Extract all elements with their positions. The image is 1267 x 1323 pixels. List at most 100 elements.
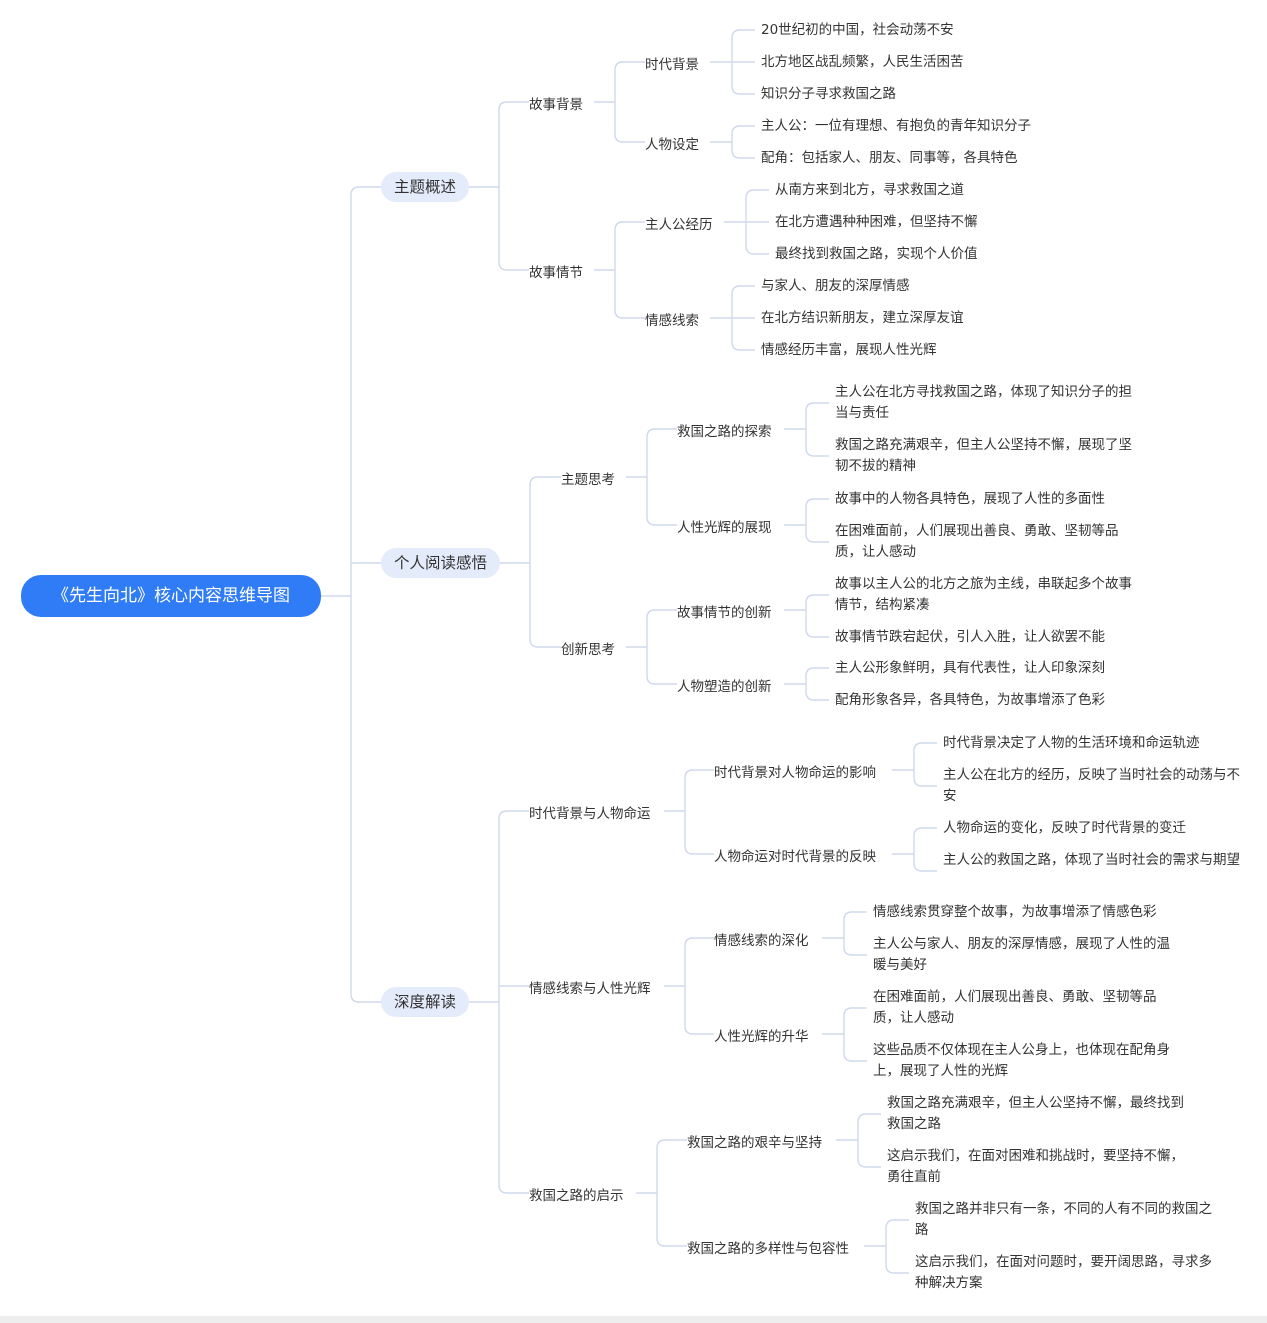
subtopic-era-influence[interactable]: 时代背景对人物命运的影响 xyxy=(714,765,876,781)
subtopic-era-background[interactable]: 时代背景 xyxy=(645,57,699,73)
connector-line xyxy=(731,285,755,318)
connector-line xyxy=(857,1113,881,1140)
leaf-item[interactable]: 与家人、朋友的深厚情感 xyxy=(761,278,910,294)
leaf-item[interactable]: 20世纪初的中国，社会动荡不安 xyxy=(761,22,954,38)
leaf-item[interactable]: 救国之路充满艰辛，但主人公坚持不懈，最终找到救国之路 xyxy=(887,1095,1184,1132)
connector-line xyxy=(529,476,561,563)
bottom-scrollbar[interactable] xyxy=(0,1316,1267,1323)
subtopic-humanity-sublimation[interactable]: 人性光辉的升华 xyxy=(714,1029,809,1045)
leaf-item[interactable]: 时代背景决定了人物的生活环境和命运轨迹 xyxy=(943,735,1200,751)
leaf-item[interactable]: 在北方遭遇种种困难，但坚持不懈 xyxy=(775,214,978,230)
leaf-item[interactable]: 这启示我们，在面对困难和挑战时，要坚持不懈，勇往直前 xyxy=(887,1148,1184,1185)
connector-line xyxy=(731,29,755,62)
connector-line xyxy=(805,594,829,610)
connector-line xyxy=(805,525,829,543)
connector-line xyxy=(731,142,755,159)
connector-line xyxy=(843,911,867,938)
leaf-item[interactable]: 主人公形象鲜明，具有代表性，让人印象深刻 xyxy=(835,660,1105,676)
leaf-item[interactable]: 配角形象各异，各具特色，为故事增添了色彩 xyxy=(835,692,1105,708)
connector-line xyxy=(885,1219,909,1246)
subtopic-emotional-thread[interactable]: 情感线索 xyxy=(645,313,699,329)
connector-line xyxy=(498,1002,529,1194)
connector-line xyxy=(614,221,645,270)
leaf-item[interactable]: 情感线索贯穿整个故事，为故事增添了情感色彩 xyxy=(873,904,1157,920)
leaf-item[interactable]: 北方地区战乱频繁，人民生活困苦 xyxy=(761,54,964,70)
connector-line xyxy=(805,429,829,457)
connector-line xyxy=(805,684,829,701)
connector-line xyxy=(857,1140,881,1168)
connector-line xyxy=(745,189,769,222)
leaf-item[interactable]: 主人公在北方的经历，反映了当时社会的动荡与不安 xyxy=(943,767,1240,804)
leaf-item[interactable]: 从南方来到北方，寻求救国之道 xyxy=(775,182,964,198)
subtopic-character-innovation[interactable]: 人物塑造的创新 xyxy=(677,679,772,695)
leaf-item[interactable]: 主人公：一位有理想、有抱负的青年知识分子 xyxy=(761,118,1031,134)
subtopic-characters[interactable]: 人物设定 xyxy=(645,137,699,153)
connector-line xyxy=(646,428,677,477)
leaf-item[interactable]: 救国之路并非只有一条，不同的人有不同的救国之路 xyxy=(915,1201,1212,1238)
subtopic-plot-innovation[interactable]: 故事情节的创新 xyxy=(677,605,772,621)
subtopic-salvation-exploration[interactable]: 救国之路的探索 xyxy=(677,424,772,440)
connector-line xyxy=(350,186,381,596)
leaf-item[interactable]: 故事以主人公的北方之旅为主线，串联起多个故事情节，结构紧凑 xyxy=(835,576,1132,613)
connector-line xyxy=(498,101,529,187)
topic-story-background[interactable]: 故事背景 xyxy=(529,97,583,113)
leaf-item[interactable]: 配角：包括家人、朋友、同事等，各具特色 xyxy=(761,150,1018,166)
subtopic-diversity-inclusiveness[interactable]: 救国之路的多样性与包容性 xyxy=(687,1241,849,1257)
branch-theme-overview[interactable]: 主题概述 xyxy=(381,172,469,202)
topic-theme-thinking[interactable]: 主题思考 xyxy=(561,472,615,488)
connector-line xyxy=(913,742,937,770)
leaf-item[interactable]: 人物命运的变化，反映了时代背景的变迁 xyxy=(943,820,1186,836)
subtopic-emotion-deepening[interactable]: 情感线索的深化 xyxy=(714,933,809,949)
root-node[interactable]: 《先生向北》核心内容思维导图 xyxy=(21,575,321,617)
subtopic-hardship-persistence[interactable]: 救国之路的艰辛与坚持 xyxy=(687,1135,822,1151)
connector-line xyxy=(805,667,829,684)
leaf-item[interactable]: 在北方结识新朋友，建立深厚友谊 xyxy=(761,310,964,326)
subtopic-fate-reflection[interactable]: 人物命运对时代背景的反映 xyxy=(714,849,876,865)
connector-line xyxy=(913,827,937,854)
leaf-item[interactable]: 知识分子寻求救国之路 xyxy=(761,86,896,102)
branch-personal-insight[interactable]: 个人阅读感悟 xyxy=(381,548,500,578)
topic-salvation-lessons[interactable]: 救国之路的启示 xyxy=(529,1188,624,1204)
connector-line xyxy=(614,102,645,143)
topic-era-and-fate[interactable]: 时代背景与人物命运 xyxy=(529,806,651,822)
connector-line xyxy=(656,1139,687,1193)
topic-emotion-and-humanity[interactable]: 情感线索与人性光辉 xyxy=(529,981,651,997)
topic-innovation-thinking[interactable]: 创新思考 xyxy=(561,642,615,658)
connector-line xyxy=(805,498,829,525)
connector-line xyxy=(745,222,769,255)
connector-line xyxy=(646,477,677,526)
connector-line xyxy=(805,610,829,638)
connector-line xyxy=(731,62,755,95)
leaf-item[interactable]: 这些品质不仅体现在主人公身上，也体现在配角身上，展现了人性的光辉 xyxy=(873,1042,1170,1079)
connector-line xyxy=(684,811,714,855)
connector-line xyxy=(731,125,755,142)
leaf-item[interactable]: 主人公在北方寻找救国之路，体现了知识分子的担当与责任 xyxy=(835,384,1132,421)
leaf-item[interactable]: 情感经历丰富，展现人性光辉 xyxy=(761,342,937,358)
connector-line xyxy=(843,938,867,956)
connector-line xyxy=(684,937,714,986)
connector-line xyxy=(498,187,529,271)
leaf-item[interactable]: 故事情节跌宕起伏，引人入胜，让人欲罢不能 xyxy=(835,629,1105,645)
connector-line xyxy=(843,1034,867,1062)
connector-line xyxy=(843,1007,867,1034)
leaf-item[interactable]: 故事中的人物各具特色，展现了人性的多面性 xyxy=(835,491,1105,507)
leaf-item[interactable]: 救国之路充满艰辛，但主人公坚持不懈，展现了坚韧不拔的精神 xyxy=(835,437,1132,474)
connector-line xyxy=(614,270,645,319)
leaf-item[interactable]: 主人公的救国之路，体现了当时社会的需求与期望 xyxy=(943,852,1240,868)
leaf-item[interactable]: 主人公与家人、朋友的深厚情感，展现了人性的温暖与美好 xyxy=(873,936,1170,973)
connector-line xyxy=(731,318,755,351)
leaf-item[interactable]: 在困难面前，人们展现出善良、勇敢、坚韧等品质，让人感动 xyxy=(873,989,1157,1026)
leaf-item[interactable]: 在困难面前，人们展现出善良、勇敢、坚韧等品质，让人感动 xyxy=(835,523,1119,560)
leaf-item[interactable]: 最终找到救国之路，实现个人价值 xyxy=(775,246,978,262)
topic-story-plot[interactable]: 故事情节 xyxy=(529,265,583,281)
subtopic-protagonist-experience[interactable]: 主人公经历 xyxy=(645,217,713,233)
connector-line xyxy=(805,402,829,429)
connector-line xyxy=(646,609,677,647)
connector-line xyxy=(529,563,561,648)
connector-line xyxy=(913,770,937,787)
leaf-item[interactable]: 这启示我们，在面对问题时，要开阔思路，寻求多种解决方案 xyxy=(915,1254,1212,1291)
connector-line xyxy=(684,986,714,1035)
branch-deep-reading[interactable]: 深度解读 xyxy=(381,987,469,1017)
subtopic-humanity-display[interactable]: 人性光辉的展现 xyxy=(677,520,772,536)
